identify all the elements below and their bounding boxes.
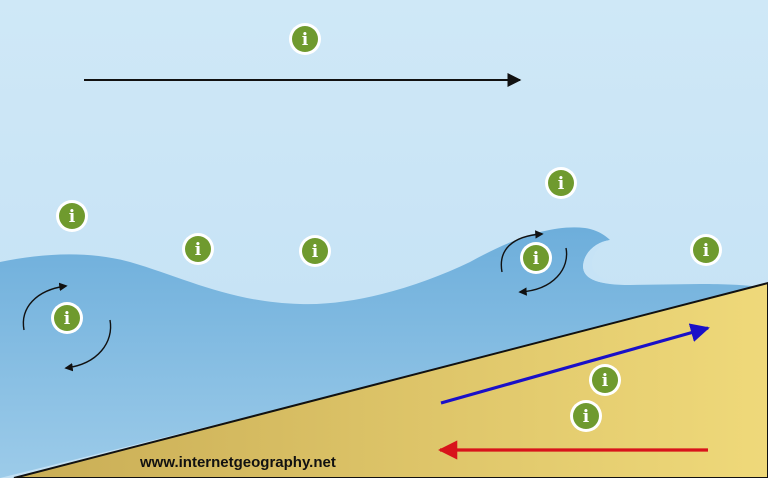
info-icon bbox=[693, 237, 719, 263]
info-hotspot-backwash[interactable]: i bbox=[570, 400, 602, 432]
info-glyph: i bbox=[583, 407, 590, 427]
swash-arrow bbox=[440, 323, 710, 405]
sea bbox=[0, 227, 760, 478]
info-hotspot-swash[interactable]: i bbox=[589, 364, 621, 396]
info-icon bbox=[54, 305, 80, 331]
info-icon bbox=[59, 203, 85, 229]
breaker-curl bbox=[583, 240, 620, 284]
info-glyph: i bbox=[602, 371, 609, 391]
info-icon bbox=[573, 403, 599, 429]
info-hotspot-beach-edge[interactable]: i bbox=[690, 234, 722, 266]
info-hotspot-circular-orbit-right[interactable]: i bbox=[520, 242, 552, 274]
info-hotspot-open-sea[interactable]: i bbox=[56, 200, 88, 232]
info-hotspot-wind[interactable]: i bbox=[289, 23, 321, 55]
info-icon bbox=[185, 236, 211, 262]
info-glyph: i bbox=[558, 174, 565, 194]
info-icon bbox=[548, 170, 574, 196]
credit-text: www.internetgeography.net bbox=[139, 454, 336, 471]
orbit-arrows-left bbox=[22, 282, 112, 372]
orbit-arrows-right bbox=[500, 230, 568, 296]
info-icon bbox=[302, 238, 328, 264]
info-icon bbox=[523, 245, 549, 271]
info-hotspot-swash-upper[interactable]: i bbox=[545, 167, 577, 199]
info-glyph: i bbox=[69, 207, 76, 227]
info-glyph: i bbox=[195, 240, 202, 260]
info-glyph: i bbox=[64, 309, 71, 329]
info-icon bbox=[592, 367, 618, 393]
info-glyph: i bbox=[302, 30, 309, 50]
info-icon bbox=[292, 26, 318, 52]
info-hotspot-wave-crest[interactable]: i bbox=[299, 235, 331, 267]
info-hotspot-wave-trough[interactable]: i bbox=[182, 233, 214, 265]
info-glyph: i bbox=[312, 242, 319, 262]
info-hotspot-circular-orbit-left[interactable]: i bbox=[51, 302, 83, 334]
info-glyph: i bbox=[533, 249, 540, 269]
info-glyph: i bbox=[703, 241, 710, 261]
